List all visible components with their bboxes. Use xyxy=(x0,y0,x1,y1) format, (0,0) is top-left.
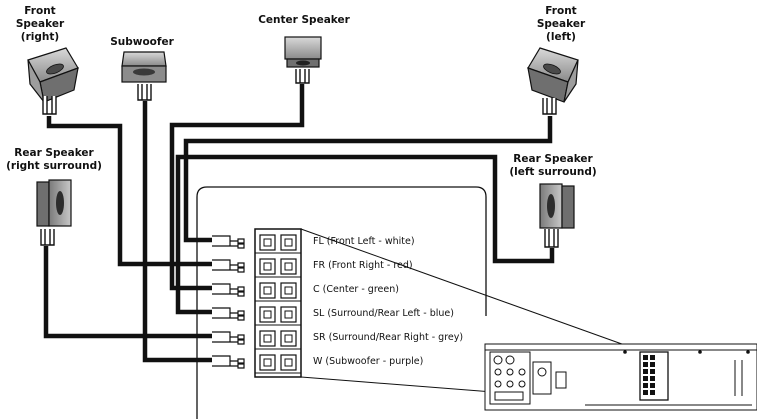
terminal-plug xyxy=(212,235,245,249)
terminal-screw-left xyxy=(263,286,272,295)
terminal-block xyxy=(212,228,302,378)
wire-surround-right xyxy=(43,246,212,339)
label-rear-right: Rear Speaker (right surround) xyxy=(6,147,102,172)
plug-subwoofer xyxy=(137,84,152,101)
terminal-row xyxy=(212,234,301,254)
terminal-row xyxy=(212,330,301,350)
terminal-row xyxy=(212,258,301,278)
wire-center xyxy=(169,84,305,291)
label-rear-left: Rear Speaker (left surround) xyxy=(509,153,596,178)
plug-rear-left xyxy=(544,229,559,248)
terminal-label-c: C (Center - green) xyxy=(313,284,399,295)
wire-front-left xyxy=(183,116,553,243)
wire-subwoofer xyxy=(142,101,212,363)
terminal-row xyxy=(212,354,301,374)
front-right-line2: Speaker xyxy=(16,18,65,30)
receiver-rear-view xyxy=(484,343,757,411)
plug-rear-right xyxy=(40,229,55,246)
terminal-plug xyxy=(212,259,245,273)
front-right-line3: (right) xyxy=(21,31,59,43)
rear-right-line1: Rear Speaker xyxy=(14,147,94,159)
terminal-label-sr: SR (Surround/Rear Right - grey) xyxy=(313,332,463,343)
terminal-screw-left xyxy=(263,334,272,343)
front-left-line3: (left) xyxy=(546,31,576,43)
front-right-line1: Front xyxy=(24,5,55,17)
label-center: Center Speaker xyxy=(258,14,350,26)
terminal-screw-left xyxy=(263,310,272,319)
terminal-plug xyxy=(212,283,245,297)
terminal-screw-right xyxy=(284,238,293,247)
speaker-rear-left xyxy=(539,183,575,229)
terminal-screw-right xyxy=(284,286,293,295)
label-subwoofer: Subwoofer xyxy=(110,36,174,48)
terminal-screw-right xyxy=(284,358,293,367)
terminal-screw-right xyxy=(284,334,293,343)
speaker-front-left xyxy=(527,47,579,103)
terminal-row xyxy=(212,282,301,302)
speaker-center xyxy=(284,36,322,68)
rear-left-line2: (left surround) xyxy=(509,166,596,178)
speaker-front-right xyxy=(27,47,79,103)
terminal-plug xyxy=(212,331,245,345)
speaker-rear-right xyxy=(36,179,72,227)
rear-right-line2: (right surround) xyxy=(6,160,102,172)
label-front-right: Front Speaker (right) xyxy=(16,5,65,43)
terminal-labels: FL (Front Left - white) FR (Front Right … xyxy=(313,236,463,367)
terminal-label-w: W (Subwoofer - purple) xyxy=(313,356,423,367)
front-left-line1: Front xyxy=(545,5,576,17)
wire-front-right xyxy=(46,116,212,267)
rear-left-line1: Rear Speaker xyxy=(513,153,593,165)
receiver-panel-frame xyxy=(196,186,487,419)
terminal-screw-left xyxy=(263,358,272,367)
speaker-subwoofer xyxy=(121,51,167,83)
plug-center xyxy=(295,69,310,84)
terminal-plug xyxy=(212,355,245,369)
terminal-screw-right xyxy=(284,310,293,319)
label-front-left: Front Speaker (left) xyxy=(537,5,586,43)
terminal-plug xyxy=(212,307,245,321)
terminal-row xyxy=(212,306,301,326)
terminal-label-fl: FL (Front Left - white) xyxy=(313,236,415,247)
wire-surround-left xyxy=(175,154,555,315)
terminal-screw-right xyxy=(284,262,293,271)
speaker-wires xyxy=(43,84,555,363)
plug-front-right xyxy=(42,96,57,115)
terminal-screw-left xyxy=(263,262,272,271)
terminal-label-sl: SL (Surround/Rear Left - blue) xyxy=(313,308,454,319)
speaker-plugs xyxy=(40,69,559,248)
terminal-screw-left xyxy=(263,238,272,247)
terminal-label-fr: FR (Front Right - red) xyxy=(313,260,413,271)
front-left-line2: Speaker xyxy=(537,18,586,30)
plug-front-left xyxy=(542,98,557,115)
